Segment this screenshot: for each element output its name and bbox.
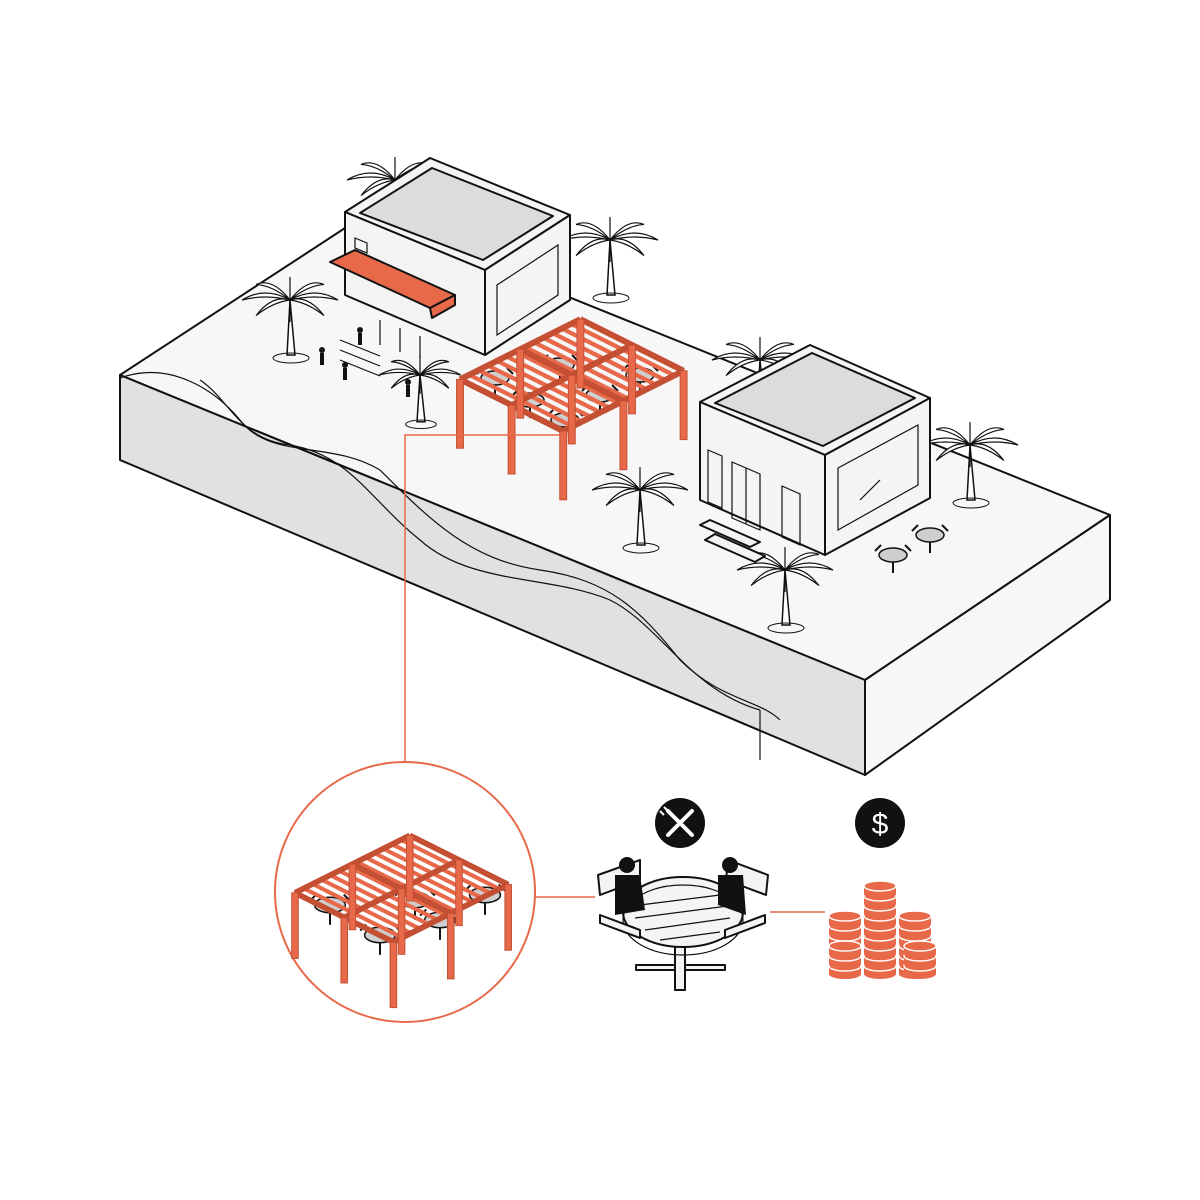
pergola-post	[679, 370, 688, 441]
coin	[903, 940, 937, 959]
pergola-post	[340, 916, 348, 984]
dollar-icon: $	[855, 798, 905, 848]
kiosk-tables	[874, 524, 949, 573]
ground-side-right	[864, 514, 1111, 776]
dollar-glyph: $	[872, 808, 889, 841]
terrain-wave	[119, 372, 781, 721]
palm-tree	[591, 466, 689, 554]
pergola-zoomed	[291, 832, 512, 1009]
patio-table	[874, 544, 912, 573]
callout-leader	[404, 434, 568, 765]
pergola-post	[628, 344, 636, 415]
palm-tree	[921, 421, 1019, 509]
palm-tree	[241, 276, 339, 364]
pergola-post	[456, 378, 464, 449]
patio-table	[911, 524, 949, 553]
pergola-post	[567, 374, 576, 445]
dining-table-illustration	[597, 857, 769, 991]
ground-block	[119, 214, 1111, 776]
coin-stack-icon	[828, 880, 937, 979]
pedestrians	[319, 327, 411, 397]
pergola-post	[291, 892, 299, 959]
pergola-post	[389, 941, 398, 1009]
pergola-site	[456, 316, 688, 501]
building-kiosk	[699, 344, 931, 563]
palm-tree	[561, 216, 659, 304]
pergola-post	[504, 884, 512, 951]
pergola-post	[619, 400, 628, 471]
coin	[828, 940, 862, 959]
palm-tree	[736, 546, 834, 634]
pergola-post	[348, 863, 357, 931]
coin	[898, 910, 932, 929]
fork-knife-icon	[655, 798, 705, 848]
zoom-circle	[274, 761, 536, 1023]
pergola-post	[397, 888, 406, 955]
pergola-post	[406, 834, 414, 902]
coin	[863, 880, 897, 899]
pergola-post	[576, 318, 585, 389]
pergola-post	[455, 859, 463, 927]
coin	[828, 910, 862, 929]
pergola-post	[447, 912, 455, 980]
terrain-wave-2	[199, 379, 761, 711]
palm-tree	[378, 355, 462, 430]
diner-left	[615, 857, 645, 915]
pergola-post	[516, 348, 525, 419]
pergola-post	[507, 404, 516, 475]
pergola-post	[559, 430, 568, 501]
diner-right	[718, 857, 746, 915]
building-restaurant	[319, 157, 571, 397]
